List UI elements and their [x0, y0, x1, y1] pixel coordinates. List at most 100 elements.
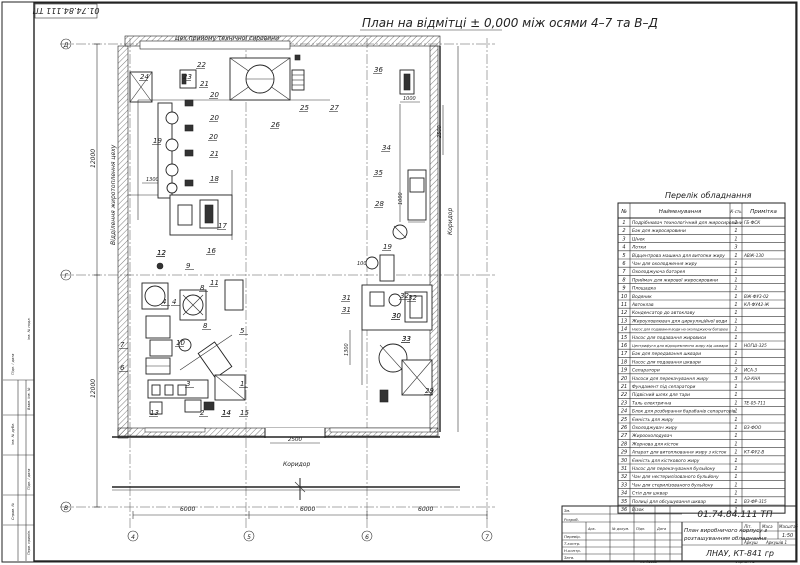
- position-label: 11: [210, 279, 219, 287]
- position-label: 19: [383, 243, 392, 251]
- equipment-row-name: Сепаратори: [632, 368, 660, 374]
- equipment-row-name: Шнек: [632, 236, 645, 242]
- tb-col-docno: № докум.: [611, 527, 629, 531]
- margin-label: Підп. і дата: [27, 469, 31, 490]
- top-stamp-code: 01.74.84.111 ТП: [33, 6, 100, 15]
- equipment-row-qty: 1: [734, 409, 737, 415]
- equipment-row-qty: 1: [734, 277, 737, 283]
- dim-col-span-3: 6000: [418, 506, 433, 513]
- equipment-row-note: НОГШ-325: [744, 343, 767, 348]
- position-label: 21: [200, 80, 209, 88]
- position-label: 31: [342, 306, 351, 314]
- equipment-row-name: Стіл для шквар: [632, 491, 668, 497]
- equipment-row-qty: 1: [734, 220, 737, 226]
- position-label: 30: [392, 312, 401, 320]
- equipment-row-qty: 1: [734, 335, 737, 341]
- equipment-row-qty: 1: [734, 499, 737, 505]
- equipment-row-number: 31: [621, 466, 627, 472]
- equipment-row-name: Лотки: [631, 245, 646, 251]
- equipment-row-name: Площадка: [632, 286, 656, 292]
- equipment-row-number: 4: [622, 245, 625, 251]
- axis-label-6: 6: [365, 534, 369, 541]
- equipment-row-number: 16: [621, 343, 627, 349]
- axis-label-d: Д: [63, 42, 69, 49]
- dim-row-span-2: 12000: [90, 379, 97, 398]
- position-label: 27: [330, 104, 339, 112]
- equipment-header: Найменування: [659, 209, 702, 215]
- margin-label: Підп. і дата: [11, 354, 15, 375]
- equipment-row-number: 19: [621, 368, 627, 374]
- equipment-row-number: 18: [621, 359, 627, 365]
- axis-label-g: Г: [64, 273, 68, 280]
- margin-label: Інв. № дубл.: [11, 423, 15, 445]
- position-label: 25: [300, 104, 309, 112]
- dim-row-span-1: 12000: [90, 149, 97, 168]
- equipment-row-note: ВЖ-ФУ3-02: [744, 294, 769, 299]
- titleblock-role: Т.контр.: [564, 541, 580, 546]
- equipment-row-name: Автоклав: [631, 302, 654, 308]
- equipment-row-name: Центрифуга для відокремлення жиру від шк…: [632, 344, 729, 348]
- position-label: 20: [210, 91, 219, 99]
- equipment-row-name: Візок: [632, 507, 644, 513]
- dim-2500-door: 2500: [288, 437, 302, 443]
- dimension-lines: 12000 12000 6000 6000 6000 2500 1300 100…: [90, 43, 488, 519]
- position-label: 32: [408, 294, 417, 302]
- position-label: 36: [374, 66, 383, 74]
- position-label: 31: [342, 294, 351, 302]
- position-label: 17: [218, 222, 227, 230]
- tb-col-date: Дата: [656, 527, 666, 531]
- equipment-row-name: Фундамент під сепаратори: [632, 384, 696, 390]
- position-label: 20: [210, 114, 219, 122]
- equipment-row-name: Блок для розбирання барабанів сепараторі…: [632, 409, 736, 415]
- position-label: 3: [186, 380, 190, 388]
- floor-plan: Цех прийому технічної сировини Відділенн…: [60, 35, 495, 542]
- equipment-row-qty: 3: [734, 245, 737, 251]
- equipment-row-number: 3: [622, 236, 625, 242]
- position-label: 9: [186, 262, 191, 270]
- position-label: 29: [425, 387, 434, 395]
- equipment-row-number: 6: [622, 261, 625, 267]
- equipment-row-name: Апарат для витоплювання жиру з кісток: [631, 450, 727, 456]
- position-label: 20: [209, 133, 218, 141]
- equipment-row-name: Охолоджувач жиру: [632, 425, 678, 431]
- position-label: 8: [203, 322, 208, 330]
- equipment-row-note: АЭ-КНА: [743, 376, 760, 381]
- equipment-row-name: Підвісний шлях для тари: [632, 392, 690, 398]
- titleblock-title-1: План виробничого корпусу з: [684, 528, 767, 534]
- equipment-row-name: Полиці для обсушування шквар: [632, 499, 706, 505]
- equipment-row-note: ВЗ-ФОО: [744, 425, 762, 430]
- position-label: 15: [240, 409, 249, 417]
- equipment-row-name: Жироохолодувач: [631, 433, 672, 439]
- equipment-row-qty: 1: [734, 507, 737, 513]
- titleblock-scale: 1:50: [782, 533, 793, 539]
- equipment-row-qty: 3: [734, 376, 737, 382]
- wall-left: [117, 45, 129, 439]
- equipment-row-number: 34: [621, 491, 627, 497]
- position-label: 5: [240, 327, 245, 335]
- position-label: 34: [382, 144, 391, 152]
- equipment-row-number: 2: [622, 228, 625, 234]
- tb-col-sign: Підп.: [636, 527, 645, 531]
- dim-2500-right: 2500: [437, 125, 443, 138]
- equipment-row-name: Бак для передавання шквари: [632, 351, 701, 357]
- equipment-row-note: ГБ-ФСК: [744, 220, 761, 225]
- dim-1000-right-a: 1000: [403, 96, 416, 102]
- position-label: 33: [402, 335, 411, 343]
- equipment-row-qty: 1: [734, 425, 737, 431]
- equipment-row-number: 12: [621, 310, 627, 316]
- position-label: 2: [200, 409, 205, 417]
- position-label: 14: [222, 409, 231, 417]
- equipment-row-note: КТ-ФУ2-В: [744, 450, 764, 455]
- position-label: 16: [207, 247, 216, 255]
- equipment-row-number: 20: [621, 376, 627, 382]
- position-label: 33: [402, 335, 411, 343]
- position-label: 12: [157, 249, 166, 257]
- equipment-row-qty: 1: [734, 269, 737, 275]
- position-label: 21: [210, 150, 219, 158]
- dim-col-span-1: 6000: [180, 506, 195, 513]
- title-block: 01.74.84.111 ТП План виробничого корпусу…: [561, 505, 799, 564]
- titleblock-mass-head: Маса: [762, 524, 773, 529]
- equipment-row-number: 9: [622, 286, 625, 292]
- position-label: 14: [222, 409, 231, 417]
